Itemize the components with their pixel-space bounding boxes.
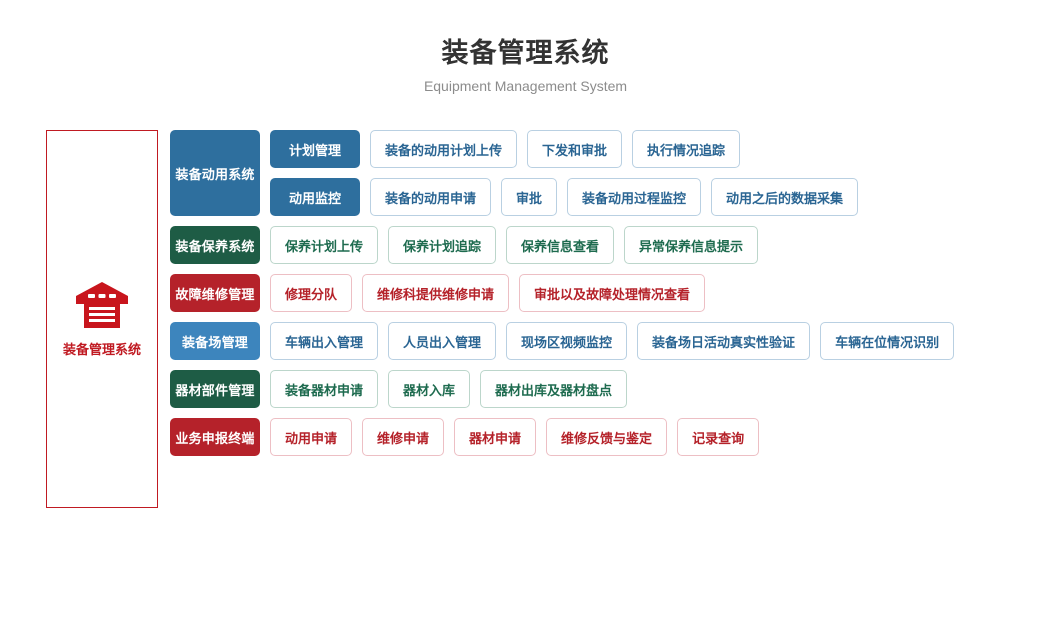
module-item[interactable]: 现场区视频监控: [506, 322, 628, 360]
module-subrow: 动用监控装备的动用申请审批装备动用过程监控动用之后的数据采集: [270, 178, 859, 216]
module-item[interactable]: 车辆在位情况识别: [820, 322, 955, 360]
module-item[interactable]: 动用之后的数据采集: [711, 178, 859, 216]
system-overview-label: 装备管理系统: [62, 342, 141, 357]
module-item[interactable]: 下发和审批: [527, 130, 623, 168]
module-item[interactable]: 动用申请: [270, 418, 353, 456]
page-header: 装备管理系统 Equipment Management System: [0, 36, 1051, 95]
module-item[interactable]: 修理分队: [270, 274, 353, 312]
module-item[interactable]: 审批: [501, 178, 558, 216]
module-item[interactable]: 器材申请: [454, 418, 537, 456]
module-item[interactable]: 维修申请: [362, 418, 445, 456]
subgroup-block[interactable]: 计划管理: [270, 130, 360, 168]
subgroup-block[interactable]: 动用监控: [270, 178, 360, 216]
module-row: 器材部件管理装备器材申请器材入库器材出库及器材盘点: [170, 370, 954, 408]
module-item[interactable]: 装备场日活动真实性验证: [637, 322, 811, 360]
category-block[interactable]: 业务申报终端: [170, 418, 260, 456]
category-block[interactable]: 装备场管理: [170, 322, 260, 360]
module-item[interactable]: 审批以及故障处理情况查看: [519, 274, 706, 312]
module-row: 业务申报终端动用申请维修申请器材申请维修反馈与鉴定记录查询: [170, 418, 954, 456]
module-row: 故障维修管理修理分队维修科提供维修申请审批以及故障处理情况查看: [170, 274, 954, 312]
category-block[interactable]: 故障维修管理: [170, 274, 260, 312]
module-row: 装备动用系统计划管理装备的动用计划上传下发和审批执行情况追踪动用监控装备的动用申…: [170, 130, 954, 216]
module-item[interactable]: 保养计划追踪: [388, 226, 497, 264]
module-item[interactable]: 装备的动用计划上传: [370, 130, 518, 168]
module-item[interactable]: 装备动用过程监控: [567, 178, 702, 216]
module-item[interactable]: 保养计划上传: [270, 226, 379, 264]
module-row: 装备保养系统保养计划上传保养计划追踪保养信息查看异常保养信息提示: [170, 226, 954, 264]
page-title: 装备管理系统: [441, 38, 610, 68]
warehouse-icon: [74, 280, 130, 330]
system-overview-panel: 装备管理系统: [46, 130, 158, 508]
module-item[interactable]: 记录查询: [677, 418, 760, 456]
page-subtitle: Equipment Management System: [423, 78, 628, 94]
subgroup-stack: 计划管理装备的动用计划上传下发和审批执行情况追踪动用监控装备的动用申请审批装备动…: [270, 130, 859, 216]
module-item[interactable]: 执行情况追踪: [632, 130, 741, 168]
module-item[interactable]: 装备的动用申请: [370, 178, 492, 216]
category-block[interactable]: 装备保养系统: [170, 226, 260, 264]
category-block[interactable]: 器材部件管理: [170, 370, 260, 408]
module-row: 装备场管理车辆出入管理人员出入管理现场区视频监控装备场日活动真实性验证车辆在位情…: [170, 322, 955, 360]
category-block[interactable]: 装备动用系统: [170, 130, 260, 216]
module-item[interactable]: 人员出入管理: [388, 322, 497, 360]
module-item[interactable]: 保养信息查看: [506, 226, 615, 264]
module-item[interactable]: 车辆出入管理: [270, 322, 379, 360]
module-item[interactable]: 维修反馈与鉴定: [546, 418, 668, 456]
module-subrow: 计划管理装备的动用计划上传下发和审批执行情况追踪: [270, 130, 858, 168]
module-item[interactable]: 器材出库及器材盘点: [480, 370, 628, 408]
module-item[interactable]: 异常保养信息提示: [624, 226, 759, 264]
module-diagram: 装备动用系统计划管理装备的动用计划上传下发和审批执行情况追踪动用监控装备的动用申…: [170, 130, 955, 456]
module-item[interactable]: 维修科提供维修申请: [362, 274, 510, 312]
module-item[interactable]: 器材入库: [388, 370, 471, 408]
module-item[interactable]: 装备器材申请: [270, 370, 379, 408]
